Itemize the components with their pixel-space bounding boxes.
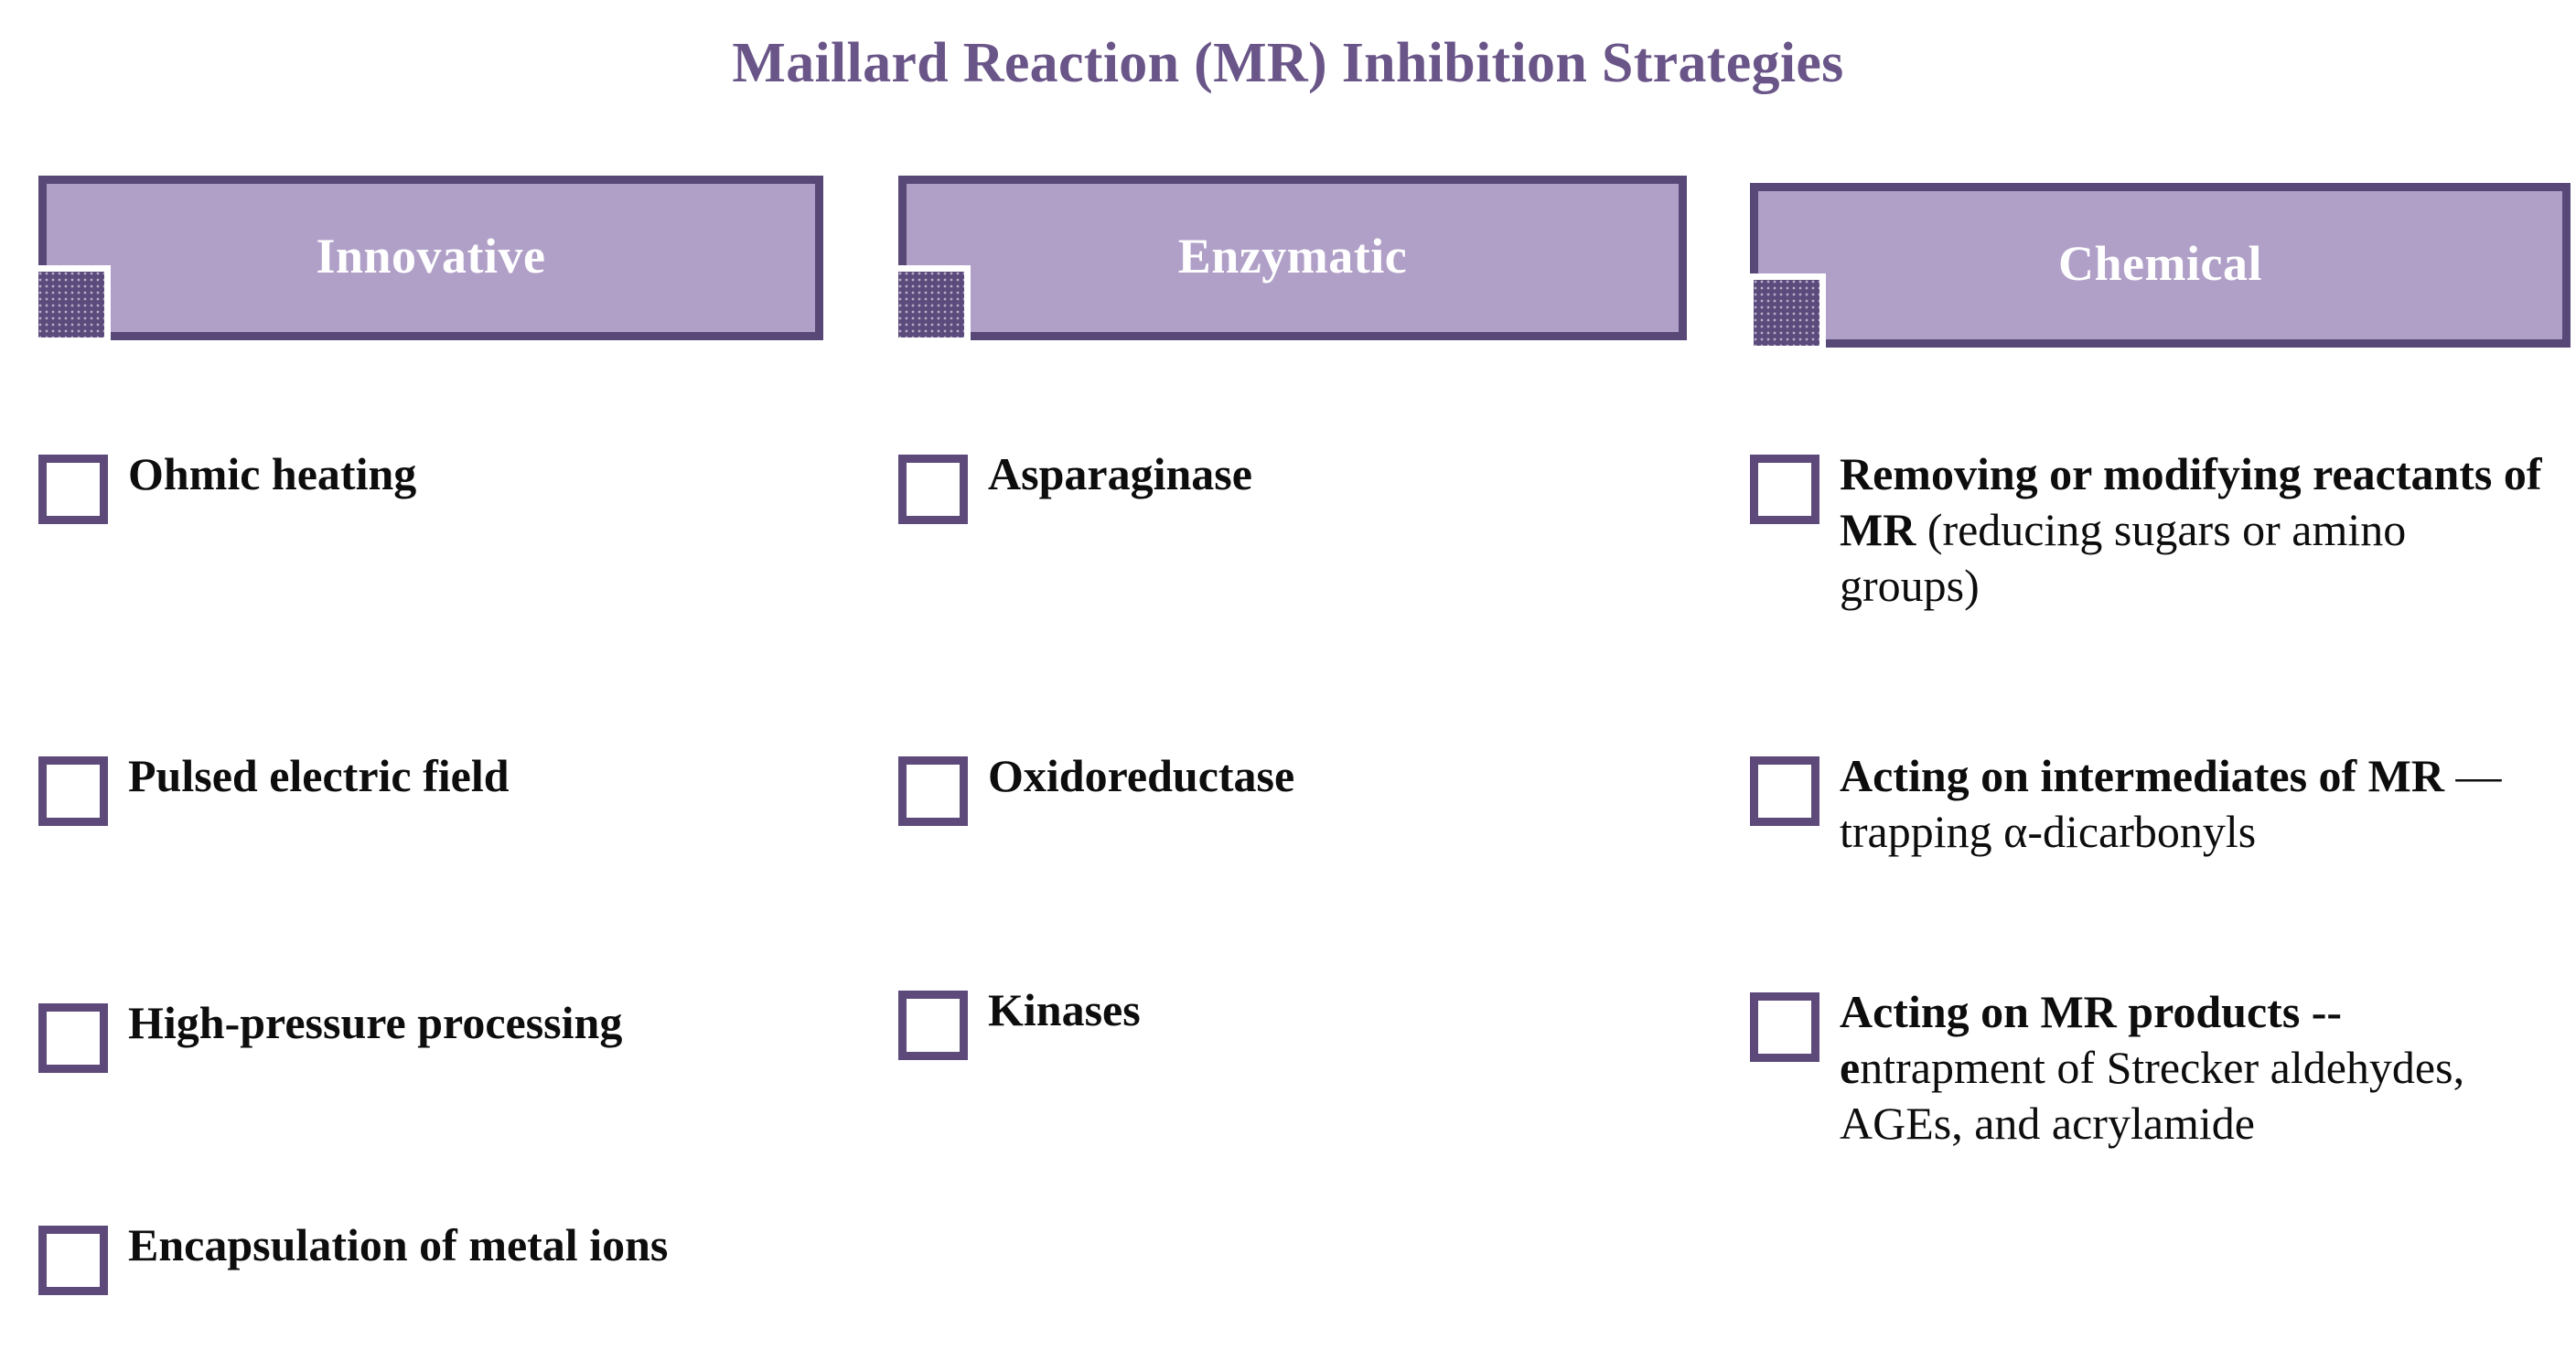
- list-item[interactable]: Pulsed electric field: [38, 750, 770, 826]
- list-item-label-bold: Acting on MR products -- e: [1840, 986, 2343, 1093]
- checkbox-icon[interactable]: [898, 756, 968, 826]
- list-item-label: High-pressure processing: [128, 995, 770, 1051]
- list-item[interactable]: Kinases: [898, 984, 1621, 1060]
- list-item-label-regular: (reducing sugars or amino groups): [1840, 504, 2407, 611]
- checkbox-icon[interactable]: [898, 455, 968, 524]
- list-item-label-bold: Encapsulation of metal ions: [128, 1219, 669, 1270]
- checkbox-icon[interactable]: [38, 1003, 108, 1073]
- list-item-label: Ohmic heating: [128, 446, 770, 502]
- list-item[interactable]: Asparaginase: [898, 448, 1621, 524]
- list-item-label: Oxidoreductase: [988, 748, 1621, 804]
- list-item-label-regular: ntrapment of Strecker aldehydes, AGEs, a…: [1840, 1042, 2465, 1149]
- list-item-label-bold: Kinases: [988, 984, 1141, 1035]
- header-label-enzymatic: Enzymatic: [1177, 229, 1408, 284]
- corner-square-icon-chemical: [1754, 280, 1819, 346]
- checkbox-icon[interactable]: [1750, 992, 1819, 1062]
- corner-square-icon-enzymatic: [898, 272, 964, 338]
- list-item-label-bold: Ohmic heating: [128, 448, 417, 499]
- checkbox-icon[interactable]: [1750, 455, 1819, 524]
- list-item[interactable]: Acting on intermediates of MR — trapping…: [1750, 750, 2555, 868]
- list-item[interactable]: Ohmic heating: [38, 448, 770, 524]
- list-item-label: Asparaginase: [988, 446, 1621, 502]
- list-item-label-bold: High-pressure processing: [128, 997, 623, 1048]
- list-item-label-bold: Oxidoreductase: [988, 750, 1295, 801]
- checkbox-icon[interactable]: [38, 756, 108, 826]
- list-item[interactable]: Acting on MR products -- entrapment of S…: [1750, 986, 2555, 1160]
- list-item-label: Acting on intermediates of MR — trapping…: [1840, 748, 2555, 860]
- checkbox-icon[interactable]: [38, 455, 108, 524]
- list-item[interactable]: Encapsulation of metal ions: [38, 1219, 770, 1295]
- list-item-label: Acting on MR products -- entrapment of S…: [1840, 984, 2555, 1152]
- header-label-innovative: Innovative: [316, 229, 546, 284]
- list-item[interactable]: High-pressure processing: [38, 997, 770, 1073]
- corner-square-icon-innovative: [38, 272, 104, 338]
- checkbox-icon[interactable]: [38, 1226, 108, 1295]
- list-item-label: Encapsulation of metal ions: [128, 1217, 770, 1273]
- list-item-label-bold: Pulsed electric field: [128, 750, 510, 801]
- header-label-chemical: Chemical: [2058, 236, 2262, 291]
- list-item-label-bold: Removing or modifying reactants of MR: [1840, 448, 2542, 555]
- list-item-label: Pulsed electric field: [128, 748, 770, 804]
- list-item-label-regular: — trapping α-dicarbonyls: [1840, 750, 2502, 857]
- checkbox-icon[interactable]: [898, 991, 968, 1060]
- list-item-label: Removing or modifying reactants of MR (r…: [1840, 446, 2555, 614]
- list-item-label-bold: Asparaginase: [988, 448, 1252, 499]
- list-item[interactable]: Removing or modifying reactants of MR (r…: [1750, 448, 2555, 622]
- list-item-label-bold: Acting on intermediates of MR: [1840, 750, 2444, 801]
- list-item[interactable]: Oxidoreductase: [898, 750, 1621, 826]
- page-title: Maillard Reaction (MR) Inhibition Strate…: [732, 32, 1844, 94]
- checkbox-icon[interactable]: [1750, 756, 1819, 826]
- list-item-label: Kinases: [988, 982, 1621, 1038]
- header-bar-innovative[interactable]: Innovative: [38, 176, 823, 340]
- header-bar-chemical[interactable]: Chemical: [1750, 183, 2571, 348]
- header-bar-enzymatic[interactable]: Enzymatic: [898, 176, 1687, 340]
